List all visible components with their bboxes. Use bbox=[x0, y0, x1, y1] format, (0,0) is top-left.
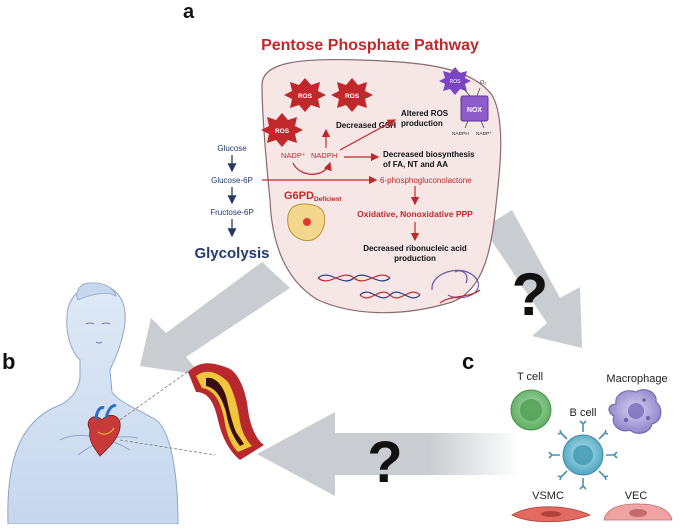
biosynthesis-label-2: of FA, NT and AA bbox=[383, 160, 448, 169]
flow-arrow-from-cells bbox=[257, 412, 520, 496]
glucose-6p-label: Glucose-6P bbox=[211, 176, 253, 185]
nox-ros-line bbox=[462, 87, 471, 97]
ros-star-3: ROS bbox=[261, 113, 303, 147]
human-figure bbox=[7, 282, 179, 525]
t-cell-label: T cell bbox=[517, 371, 543, 383]
question-mark-top: ? bbox=[512, 261, 549, 328]
zoom-line-bottom bbox=[119, 439, 216, 456]
g6pd-main: G6PD bbox=[284, 190, 314, 202]
vec-label: VEC bbox=[625, 490, 648, 502]
ros-star-1: ROS bbox=[284, 78, 326, 112]
nucleic-acid-strands bbox=[317, 269, 481, 304]
nox-nadph-label: NADPH bbox=[452, 131, 469, 137]
fructose-6p-label: Fructose-6P bbox=[210, 208, 254, 217]
vsmc-cell bbox=[511, 506, 592, 523]
pathway-title: Pentose Phosphate Pathway bbox=[261, 37, 479, 54]
vsmc-label: VSMC bbox=[532, 490, 564, 502]
artery-plaque bbox=[188, 363, 264, 460]
ros-label: ROS bbox=[275, 128, 290, 135]
biosynthesis-label-1: Decreased biosynthesis bbox=[383, 150, 475, 159]
nox-o2-line bbox=[476, 87, 481, 97]
g6pd-deficiency-dot bbox=[303, 218, 311, 226]
phosphogluconolactone-label: 6-phosphogluconolactone bbox=[380, 176, 472, 185]
decreased-gsh-label: Decreased GSH bbox=[336, 121, 396, 130]
flow-arrow-to-cells bbox=[483, 210, 582, 348]
ros-star-2: ROS bbox=[331, 78, 373, 112]
arrow-to-altered-ros bbox=[339, 119, 397, 151]
nadp-cycle-arrow bbox=[292, 161, 332, 175]
nox-enzyme: ROS O₂ NOX NADPH NADP⁺ bbox=[439, 67, 492, 137]
panel-label-a: a bbox=[183, 1, 195, 23]
question-mark-bottom: ? bbox=[367, 430, 402, 495]
nox-label: NOX bbox=[467, 107, 483, 114]
mouth bbox=[95, 341, 103, 344]
rna-label-2: production bbox=[394, 254, 436, 263]
altered-ros-label-2: production bbox=[401, 119, 443, 128]
rna-label-1: Decreased ribonucleic acid bbox=[363, 244, 467, 253]
b-cell-label: B cell bbox=[570, 407, 597, 419]
t-cell bbox=[510, 389, 552, 431]
altered-ros-label-1: Altered ROS bbox=[401, 109, 449, 118]
nox-ros-label: ROS bbox=[450, 79, 462, 85]
ros-label: ROS bbox=[298, 93, 313, 100]
nadph-label: NADPH bbox=[311, 151, 337, 160]
oxidative-ppp-label: Oxidative, Nonoxidative PPP bbox=[357, 209, 473, 219]
b-cell bbox=[548, 420, 618, 490]
glucose-label: Glucose bbox=[217, 144, 247, 153]
panel-label-b: b bbox=[2, 349, 15, 374]
zoom-line-top bbox=[119, 369, 191, 421]
glycolysis-label: Glycolysis bbox=[194, 245, 269, 262]
macrophage bbox=[608, 389, 662, 434]
cell-membrane bbox=[261, 58, 502, 314]
nox-nadp-label: NADP⁺ bbox=[476, 131, 492, 137]
panel-label-c: c bbox=[462, 349, 474, 374]
nox-nadp-line bbox=[480, 120, 485, 129]
vec-cell bbox=[603, 503, 673, 521]
flow-arrow-to-human bbox=[140, 262, 290, 375]
nadp-plus-label: NADP⁺ bbox=[281, 151, 306, 160]
g6pd-label: G6PDDeficient bbox=[284, 190, 342, 203]
hair bbox=[76, 282, 117, 301]
nox-o2-label: O₂ bbox=[480, 80, 486, 86]
nox-nadph-line bbox=[464, 120, 469, 129]
g6pd-sub: Deficient bbox=[314, 196, 342, 203]
macrophage-label: Macrophage bbox=[606, 373, 667, 385]
closed-eyes bbox=[85, 322, 111, 325]
nox-box bbox=[460, 95, 489, 122]
heart bbox=[87, 404, 121, 457]
ros-label: ROS bbox=[345, 93, 360, 100]
